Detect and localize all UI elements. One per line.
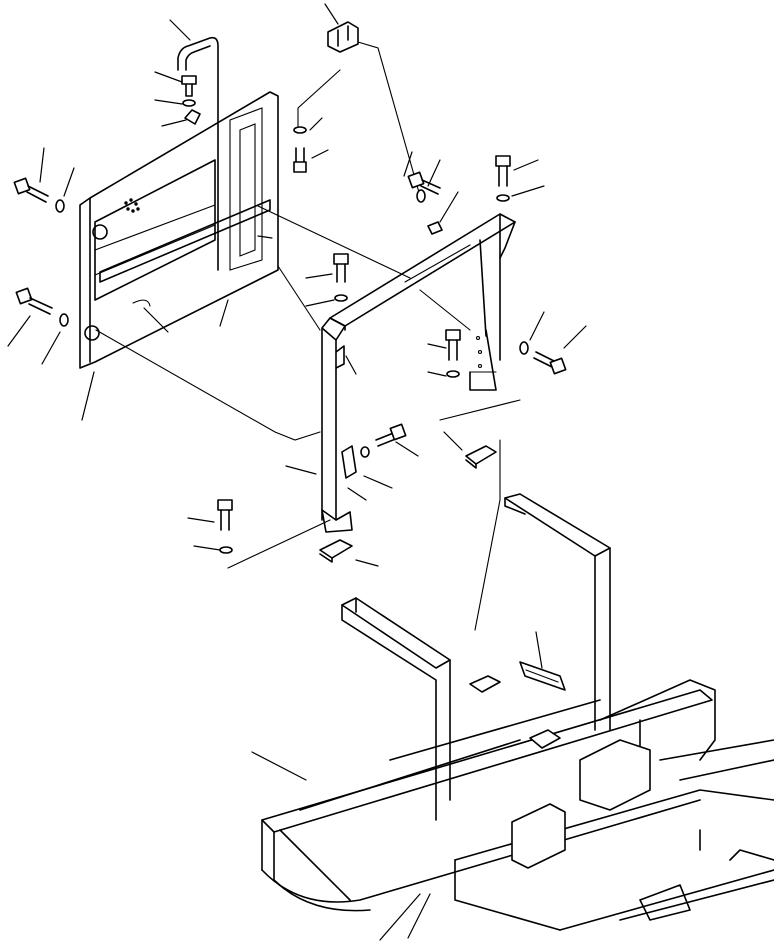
bolt-mid-right bbox=[445, 329, 461, 378]
bolt-top-left bbox=[181, 75, 201, 125]
leader-lines bbox=[7, 3, 587, 941]
bolt-left-lower bbox=[15, 287, 69, 327]
bolt-lower-left bbox=[217, 499, 233, 554]
side-panel bbox=[79, 91, 279, 369]
bolt-right bbox=[519, 341, 567, 375]
bolt-lower-center bbox=[360, 423, 407, 458]
right-post bbox=[504, 493, 611, 731]
pad-block bbox=[469, 675, 561, 749]
guide-lines bbox=[95, 41, 521, 631]
base-frame bbox=[261, 679, 774, 931]
plate-nut-lower bbox=[319, 539, 353, 563]
bolt-right-top bbox=[495, 155, 511, 202]
vent-dots bbox=[124, 198, 140, 213]
bolt-center bbox=[333, 253, 349, 302]
bolt-top-center bbox=[293, 126, 307, 173]
latch-block bbox=[327, 21, 359, 53]
support-rod bbox=[177, 36, 219, 271]
bolt-top-right bbox=[407, 171, 443, 235]
bracket-mid bbox=[341, 445, 357, 479]
left-post bbox=[341, 597, 451, 821]
plate-nut-mid bbox=[465, 445, 497, 469]
rear-frame bbox=[321, 213, 516, 533]
rubber-pad bbox=[519, 661, 566, 691]
bolt-left-upper bbox=[13, 177, 65, 213]
